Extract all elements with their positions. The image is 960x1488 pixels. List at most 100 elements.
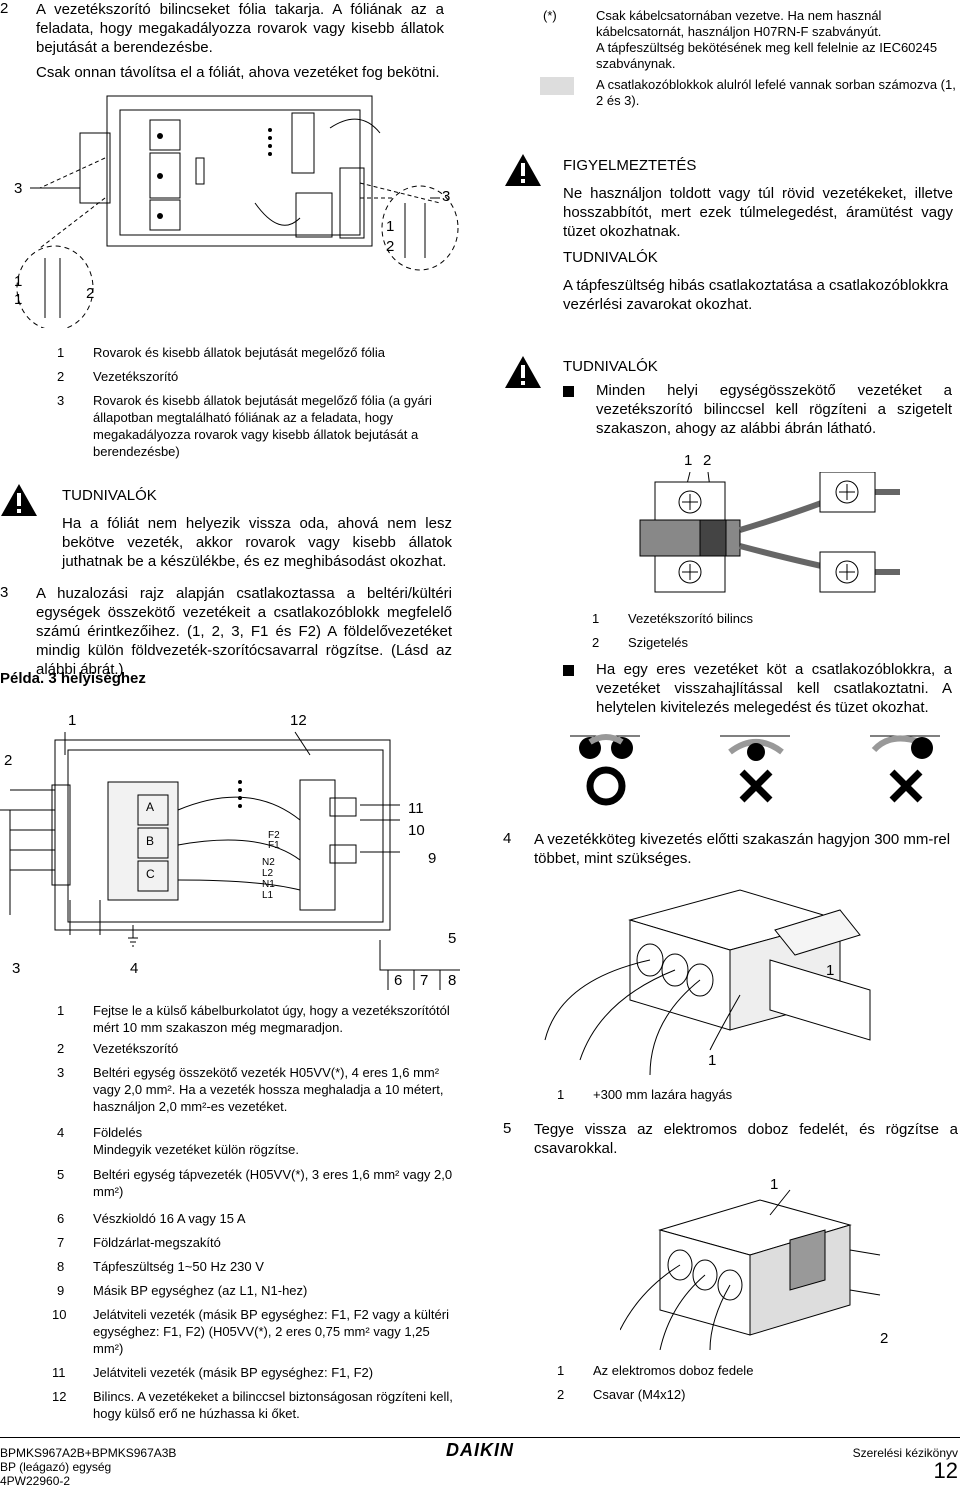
legend-2-item: 8 Tápfeszültség 1~50 Hz 230 V: [57, 1258, 457, 1278]
diagram2-label-4: 4: [130, 960, 139, 977]
warning-triangle-icon: [505, 356, 541, 388]
step-2-text-2: Csak onnan távolítsa el a fóliát, ahova …: [36, 64, 440, 81]
legend-2-number: 2: [57, 1041, 65, 1056]
box2-label-2: 2: [880, 1330, 889, 1347]
terminal-box-diagram-1: [16, 95, 459, 328]
example-title: Példa. 3 helyiséghez: [0, 670, 146, 687]
terminal-n2: N2: [262, 857, 275, 868]
step-2-number: 2: [0, 0, 9, 17]
note-marker: [540, 77, 574, 95]
notice-text-1: A tápfeszültség hibás csatlakoztatása a …: [563, 277, 949, 313]
legend-2-number: 7: [57, 1235, 65, 1250]
legend-2-text: Vészkioldó 16 A vagy 15 A: [93, 1211, 246, 1226]
diagram2-label-12: 12: [290, 712, 307, 729]
legend-2-text: Földzárlat-megszakító: [93, 1235, 221, 1250]
diagram2-label-8: 8: [448, 972, 457, 989]
step-4-number: 4: [503, 830, 512, 847]
diagram1-label-2: 2: [86, 285, 95, 302]
diagram2-label-2: 2: [4, 752, 13, 769]
terminal-f1: F1: [268, 840, 280, 851]
wiring-diagram-3-rooms: [0, 731, 460, 990]
legend-1-number: 2: [57, 369, 65, 384]
notice-title-1: TUDNIVALÓK: [563, 249, 658, 266]
legend-1-text: Rovarok és kisebb állatok bejutását mege…: [93, 393, 432, 459]
legend-2-text: Tápfeszültség 1~50 Hz 230 V: [93, 1259, 264, 1274]
footer-rule: [0, 1437, 960, 1438]
terminal-block-b: B: [146, 834, 155, 848]
footer-model: BPMKS967A2B+BPMKS967A3B: [0, 1446, 177, 1460]
diagram2-label-9: 9: [428, 850, 437, 867]
box2-label-1: 1: [770, 1176, 779, 1193]
step-2-text: A vezetékszorító bilincseket fólia takar…: [36, 1, 444, 56]
legend-2-number: 4: [57, 1125, 65, 1140]
legend-2-item: 3 Beltéri egység összekötő vezeték H05VV(…: [57, 1064, 457, 1120]
electrical-box-cover-diagram: [620, 1189, 881, 1350]
diagram1-label-1a: 1: [14, 273, 23, 290]
legend-2-text: Jelátviteli vezeték (másik BP egységhez:…: [93, 1307, 449, 1356]
legend-4-number: 1: [557, 1087, 565, 1102]
step-3-number: 3: [0, 584, 9, 601]
legend-2-number: 11: [52, 1365, 66, 1380]
legend-2-number: 6: [57, 1211, 65, 1226]
diagram2-label-5: 5: [448, 930, 457, 947]
diagram1-label-3-left: 3: [14, 180, 23, 197]
legend-3-item: 1 Vezetékszorító bilincs: [592, 610, 952, 630]
legend-4-item: 1 +300 mm lazára hagyás: [557, 1086, 917, 1106]
legend-3-number: 1: [592, 611, 600, 626]
footnote-cable-duct: Csak kábelcsatornában vezetve. Ha nem ha…: [596, 8, 882, 39]
legend-1-text: Rovarok és kisebb állatok bejutását mege…: [93, 345, 385, 360]
legend-2-item: 11 Jelátviteli vezeték (másik BP egységhe…: [52, 1364, 457, 1384]
legend-2-number: 1: [57, 1003, 65, 1018]
box1-label-1: 1: [826, 962, 835, 979]
legend-1-number: 1: [57, 345, 65, 360]
legend-2-text: Bilincs. A vezetékeket a bilinccsel bizt…: [93, 1389, 453, 1421]
footer-unit: BP (leágazó) egység: [0, 1460, 112, 1474]
terminal-l2: L2: [262, 868, 274, 879]
footnote-terminal-order: A csatlakozóblokkok alulról lefelé vanna…: [596, 77, 956, 108]
diagram1-label-2b: 2: [386, 238, 395, 255]
legend-5-text: Csavar (M4x12): [593, 1387, 686, 1402]
legend-4-text: +300 mm lazára hagyás: [593, 1087, 733, 1102]
legend-2-item: 6 Vészkioldó 16 A vagy 15 A: [57, 1210, 457, 1230]
wire-fold-examples: [570, 734, 940, 806]
step-4-text: A vezetékköteg kivezetés előtti szakaszá…: [534, 831, 951, 867]
diagram2-label-6: 6: [394, 972, 403, 989]
legend-2-item: 5 Beltéri egység tápvezeték (H05VV(*), 3 …: [57, 1166, 457, 1206]
legend-2-number: 8: [57, 1259, 65, 1274]
legend-2-text: Beltéri egység összekötő vezeték H05VV(*…: [93, 1065, 444, 1114]
legend-3-text: Vezetékszorító bilincs: [628, 611, 754, 626]
page-number: 12: [933, 1458, 958, 1483]
legend-2-text: Földelés Mindegyik vezetéket külön rögzí…: [93, 1125, 299, 1157]
notice-3-bullet: Minden helyi egységösszekötő vezetéket a…: [596, 382, 952, 437]
legend-1-item: 1 Rovarok és kisebb állatok bejutását meg…: [57, 344, 457, 364]
footer-manual: Szerelési kézikönyv: [852, 1446, 958, 1460]
warning-triangle-icon: [1, 484, 37, 516]
legend-5-number: 2: [557, 1387, 565, 1402]
footer-code: 4PW22960-2: [0, 1474, 71, 1488]
step-5-text: Tegye vissza az elektromos doboz fedelét…: [534, 1121, 958, 1157]
diagram1-label-3-right: 3: [442, 188, 451, 205]
warning-triangle-icon: [505, 154, 541, 186]
bullet-square: [563, 386, 574, 397]
legend-2-text: Beltéri egység tápvezeték (H05VV(*), 3 e…: [93, 1167, 453, 1199]
diagram2-label-1: 1: [68, 712, 77, 729]
diagram2-label-10: 10: [408, 822, 425, 839]
legend-2-number: 5: [57, 1167, 65, 1182]
cable-clamp-diagram: [639, 472, 900, 593]
terminal-n1: N1: [262, 879, 275, 890]
diagram2-label-11: 11: [408, 800, 424, 817]
legend-2-number: 3: [57, 1065, 65, 1080]
step-5-number: 5: [503, 1120, 512, 1137]
single-wire-bullet: Ha egy eres vezetéket köt a csatlakozóbl…: [596, 661, 952, 716]
warning-title: FIGYELMEZTETÉS: [563, 157, 697, 174]
clamp-label-1: 1: [684, 452, 693, 469]
legend-2-text: Jelátviteli vezeték (másik BP egységhez:…: [93, 1365, 374, 1380]
box1-label-1-bottom: 1: [708, 1052, 717, 1069]
legend-5-number: 1: [557, 1363, 565, 1378]
